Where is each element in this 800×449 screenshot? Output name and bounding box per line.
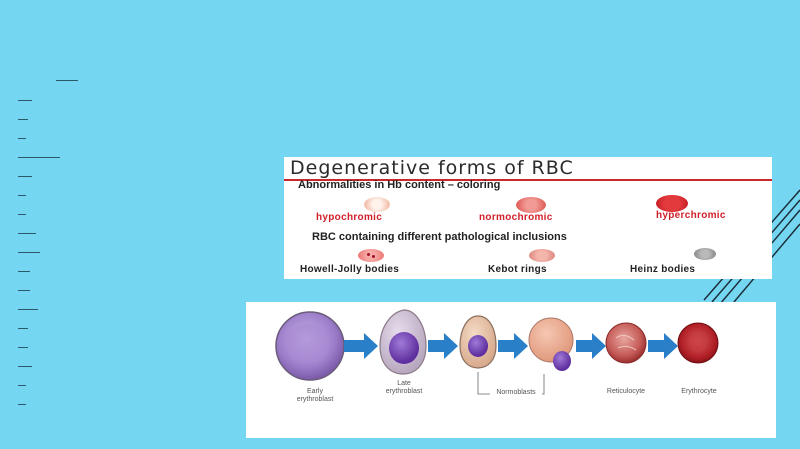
title-underline — [284, 179, 772, 181]
howell-jolly-label: Howell-Jolly bodies — [300, 264, 400, 275]
erythropoiesis-panel: Early erythroblast Late erythroblast Nor… — [246, 302, 776, 438]
hyperchromic-label: hyperchromic — [656, 210, 726, 221]
reticulocyte-cell — [605, 322, 647, 364]
hypochromic-label: hypochromic — [316, 212, 383, 223]
normoblast-cell — [459, 315, 497, 369]
kebot-ring-cell-icon — [529, 249, 555, 262]
section-heading-inclusions: RBC containing different pathological in… — [312, 231, 567, 243]
late-erythroblast-cell — [379, 309, 427, 375]
normochromic-label: normochromic — [479, 212, 553, 223]
kebot-rings-label: Kebot rings — [488, 264, 547, 275]
heinz-body-cell-icon — [694, 248, 716, 260]
hyperchromic-cell-icon — [656, 195, 688, 212]
howell-jolly-cell-icon — [358, 249, 384, 262]
caption-early-erythroblast: Early erythroblast — [296, 388, 334, 403]
caption-late-erythroblast: Late erythroblast — [385, 380, 423, 395]
normochromic-cell-icon — [516, 197, 546, 213]
arrow-icon — [648, 333, 678, 359]
caption-normoblasts: Normoblasts — [490, 389, 542, 397]
panel-title: Degenerative forms of RBC — [290, 157, 574, 179]
erythropoiesis-diagram — [275, 309, 719, 395]
arrow-icon — [498, 333, 528, 359]
caption-erythrocyte: Erythrocyte — [681, 388, 717, 395]
erythrocyte-cell — [677, 322, 719, 364]
degenerative-forms-panel: Degenerative forms of RBC Abnormalities … — [284, 157, 772, 279]
early-erythroblast-cell — [275, 311, 345, 381]
arrow-icon — [428, 333, 458, 359]
section-heading-hb: Abnormalities in Hb content – coloring — [298, 179, 501, 191]
normoblast-extruding-cell — [528, 317, 574, 371]
caption-reticulocyte: Reticulocyte — [606, 388, 646, 395]
heinz-bodies-label: Heinz bodies — [630, 264, 696, 275]
arrow-icon — [576, 333, 606, 359]
arrow-icon — [344, 333, 378, 359]
hypochromic-cell-icon — [364, 197, 390, 212]
